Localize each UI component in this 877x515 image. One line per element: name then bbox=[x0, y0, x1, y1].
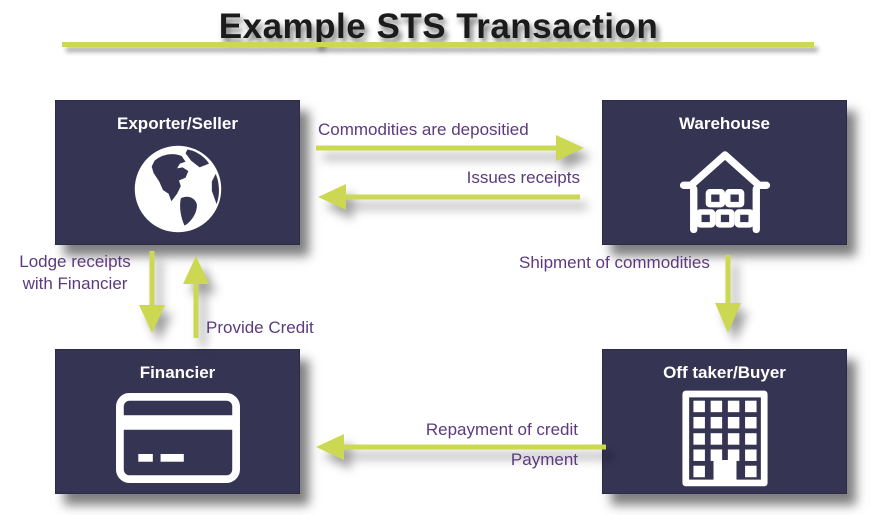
node-warehouse: Warehouse bbox=[602, 100, 847, 245]
label-repayment: Repayment of credit bbox=[425, 420, 578, 439]
globe-icon bbox=[131, 134, 225, 244]
node-exporter-seller: Exporter/Seller bbox=[55, 100, 300, 245]
page-title: Example STS Transaction bbox=[218, 7, 659, 46]
node-financier: Financier bbox=[55, 349, 300, 494]
arrow-commodities-deposited bbox=[316, 135, 584, 161]
label-lodge-receipts: Lodge receipts with Financier bbox=[19, 252, 131, 294]
label-provide-credit: Provide Credit bbox=[206, 318, 314, 337]
warehouse-icon bbox=[679, 134, 771, 244]
title-underline bbox=[62, 42, 814, 47]
arrow-issues-receipts bbox=[318, 184, 580, 210]
credit-card-icon bbox=[115, 383, 241, 493]
arrow-provide-credit bbox=[183, 256, 209, 338]
office-building-icon bbox=[681, 383, 769, 493]
arrow-lodge-receipts bbox=[139, 251, 165, 333]
node-warehouse-label: Warehouse bbox=[678, 114, 770, 133]
node-exporter-seller-label: Exporter/Seller bbox=[117, 114, 238, 133]
node-financier-label: Financier bbox=[139, 363, 216, 382]
label-commodities-deposited: Commodities are depositied bbox=[318, 120, 529, 139]
label-shipment: Shipment of commodities bbox=[519, 253, 710, 272]
node-offtaker-buyer: Off taker/Buyer bbox=[602, 349, 847, 494]
node-offtaker-buyer-label: Off taker/Buyer bbox=[663, 363, 786, 382]
arrow-shipment bbox=[715, 255, 741, 333]
label-issues-receipts: Issues receipts bbox=[466, 168, 580, 187]
label-payment: Payment bbox=[510, 450, 578, 469]
arrow-repayment-payment bbox=[316, 434, 606, 460]
